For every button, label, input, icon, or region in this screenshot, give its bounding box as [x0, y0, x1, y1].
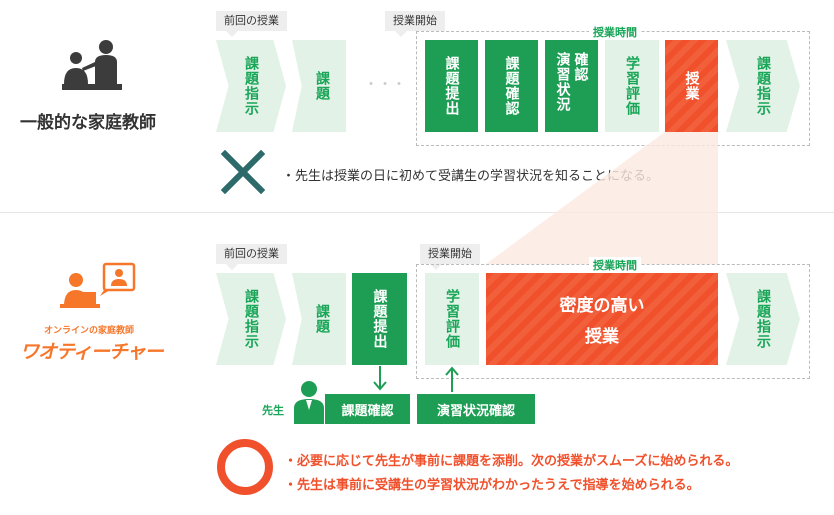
benefit-note-2: ・先生は事前に受講生の学習状況がわかったうえで指導を始められる。 [284, 478, 700, 493]
step-label: 課題 [314, 71, 330, 101]
step-label: 課題指示 [755, 56, 771, 116]
benefit-note-1: ・必要に応じて先生が事前に課題を添削。次の授業がスムーズに始められる。 [284, 454, 739, 469]
tag-previous-lesson: 前回の授業 [216, 11, 287, 37]
cross-icon [221, 150, 265, 194]
step-lesson: 授業 [665, 40, 718, 132]
step-label: 学習評価 [624, 56, 640, 116]
arrow-down-icon [373, 366, 387, 391]
general-note: ・先生は授業の日に初めて受講生の学習状況を知ることになる。 [282, 169, 660, 184]
check-exercise-box: 演習状況確認 [417, 394, 535, 424]
step-label: 課題指示 [243, 289, 259, 349]
tutor-icon [62, 40, 122, 90]
step-assignment: 課題 [292, 40, 346, 132]
zoom-highlight [486, 132, 718, 264]
tag-previous-lesson: 前回の授業 [216, 244, 287, 270]
teacher-label: 先生 [262, 404, 284, 417]
dense-lesson-line2: 授業 [585, 327, 619, 347]
lesson-period-label: 授業時間 [589, 24, 641, 40]
step-label: 学習評価 [444, 289, 460, 349]
step-label: 確認 [572, 52, 589, 82]
tag-lesson-start: 授業開始 [420, 244, 480, 270]
step-label: 課題提出 [443, 56, 460, 116]
online-tutor-icon [60, 262, 136, 308]
step-evaluation: 学習評価 [425, 273, 479, 365]
dense-lesson-line1: 密度の高い [559, 296, 645, 316]
arrow-up-icon [445, 366, 459, 392]
step-evaluation: 学習評価 [605, 40, 659, 132]
step-label: 課題 [314, 304, 330, 334]
circle-icon [217, 439, 273, 495]
step-label: 課題指示 [243, 56, 259, 116]
teacher-icon [294, 381, 324, 424]
step-label: 課題指示 [755, 289, 771, 349]
check-assignment-label: 課題確認 [341, 403, 394, 419]
step-label: 課題提出 [371, 289, 388, 349]
section-title-general: 一般的な家庭教師 [20, 113, 156, 133]
step-assignment: 課題 [292, 273, 346, 365]
lesson-period-label: 授業時間 [589, 257, 641, 273]
step-label: 課題確認 [503, 56, 520, 116]
step-assignment-instruction: 課題指示 [216, 273, 286, 365]
logo-subtitle: オンラインの家庭教師 [44, 326, 135, 336]
tag-lesson-start: 授業開始 [385, 11, 445, 37]
step-dense-lesson: 密度の高い 授業 [486, 273, 718, 365]
step-check: 課題確認 [485, 40, 538, 132]
section-divider [0, 212, 834, 213]
check-exercise-label: 演習状況確認 [436, 403, 515, 419]
ellipsis: ・・・ [364, 77, 406, 93]
step-exercise-check: 演習状況 確認 [545, 40, 598, 132]
step-assignment-instruction: 課題指示 [216, 40, 286, 132]
step-submission: 課題提出 [425, 40, 478, 132]
step-label: 授業 [683, 71, 700, 101]
step-submission: 課題提出 [352, 273, 407, 365]
check-assignment-box: 課題確認 [325, 394, 410, 424]
logo-wording: ワオティーチャー [20, 341, 164, 363]
step-label: 演習状況 [554, 52, 571, 112]
